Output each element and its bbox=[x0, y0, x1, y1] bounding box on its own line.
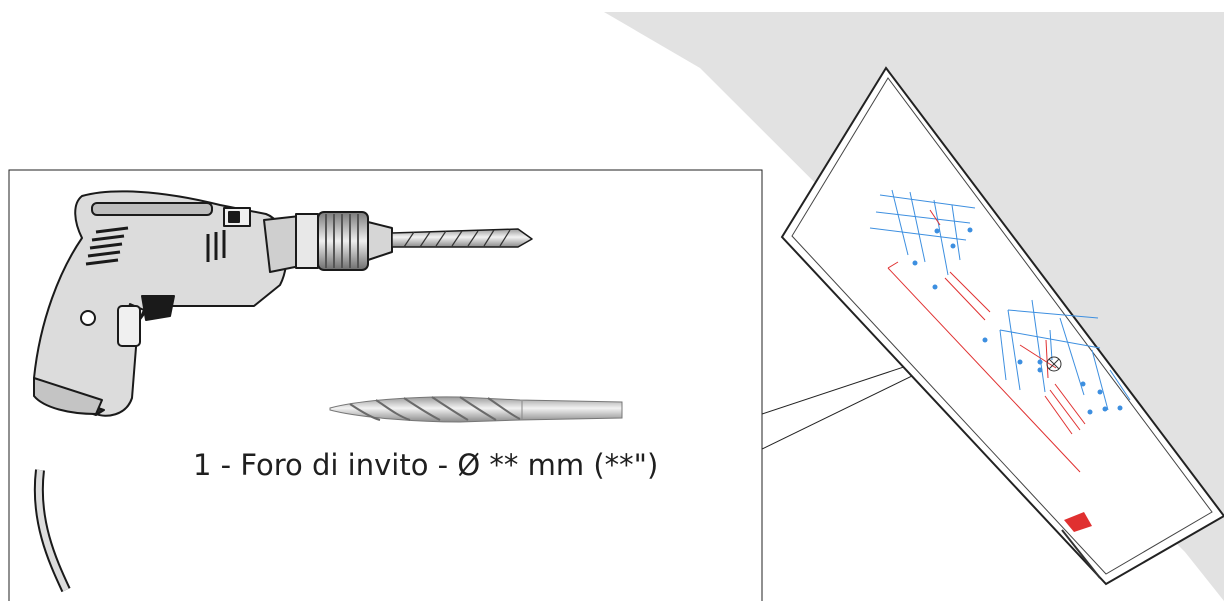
step-caption: 1 - Foro di invito - Ø ** mm (**") bbox=[193, 448, 659, 482]
inch-value: **" bbox=[604, 448, 648, 482]
wiring-diagram-icon bbox=[869, 189, 1131, 473]
backdrop-shape bbox=[604, 12, 1224, 601]
diameter-unit: mm bbox=[527, 448, 585, 482]
drill-icon bbox=[33, 190, 533, 593]
drill-bit-icon bbox=[329, 396, 623, 423]
step-number: 1 bbox=[193, 448, 212, 482]
step-title: Foro di invito bbox=[240, 448, 429, 482]
panel-icon bbox=[780, 66, 1224, 586]
diameter-symbol: Ø bbox=[457, 448, 481, 482]
diameter-value: ** bbox=[489, 448, 519, 482]
